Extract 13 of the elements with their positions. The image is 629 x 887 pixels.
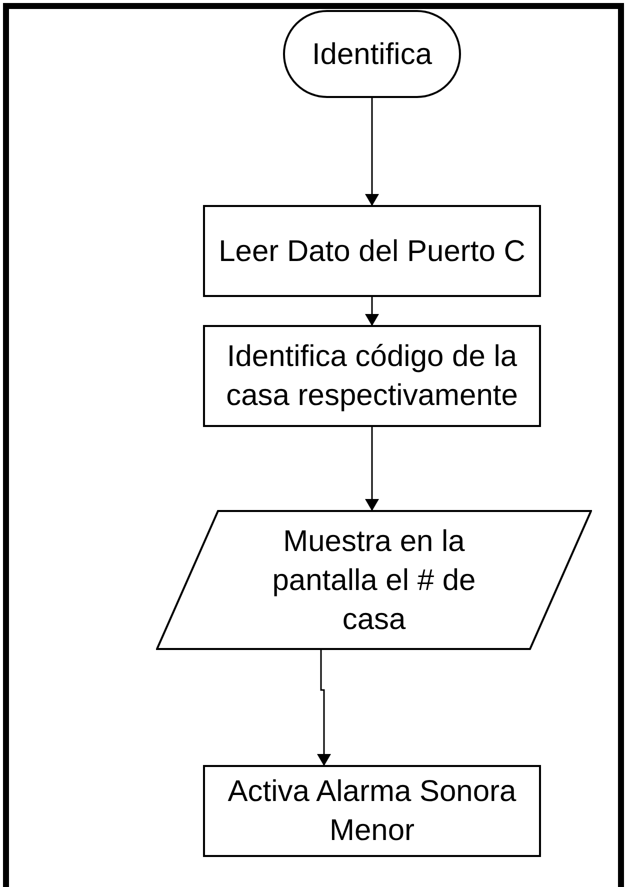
node-label: Leer Dato del Puerto C: [218, 234, 526, 270]
process-box: [203, 765, 541, 857]
io-parallelogram: [156, 510, 592, 650]
node-label: Identifica código de la casa respectivamente: [225, 339, 519, 414]
arrow: [365, 98, 379, 206]
arrow: [365, 297, 379, 326]
node-label: Activa Alarma Sonora Menor: [226, 774, 518, 849]
process-box: [203, 205, 541, 297]
arrow: [317, 650, 331, 766]
process-box: [203, 325, 541, 427]
node-label: Identifica: [312, 36, 432, 72]
arrow: [365, 427, 379, 511]
node-label: Muestra en la pantalla el # de casa: [271, 524, 477, 638]
